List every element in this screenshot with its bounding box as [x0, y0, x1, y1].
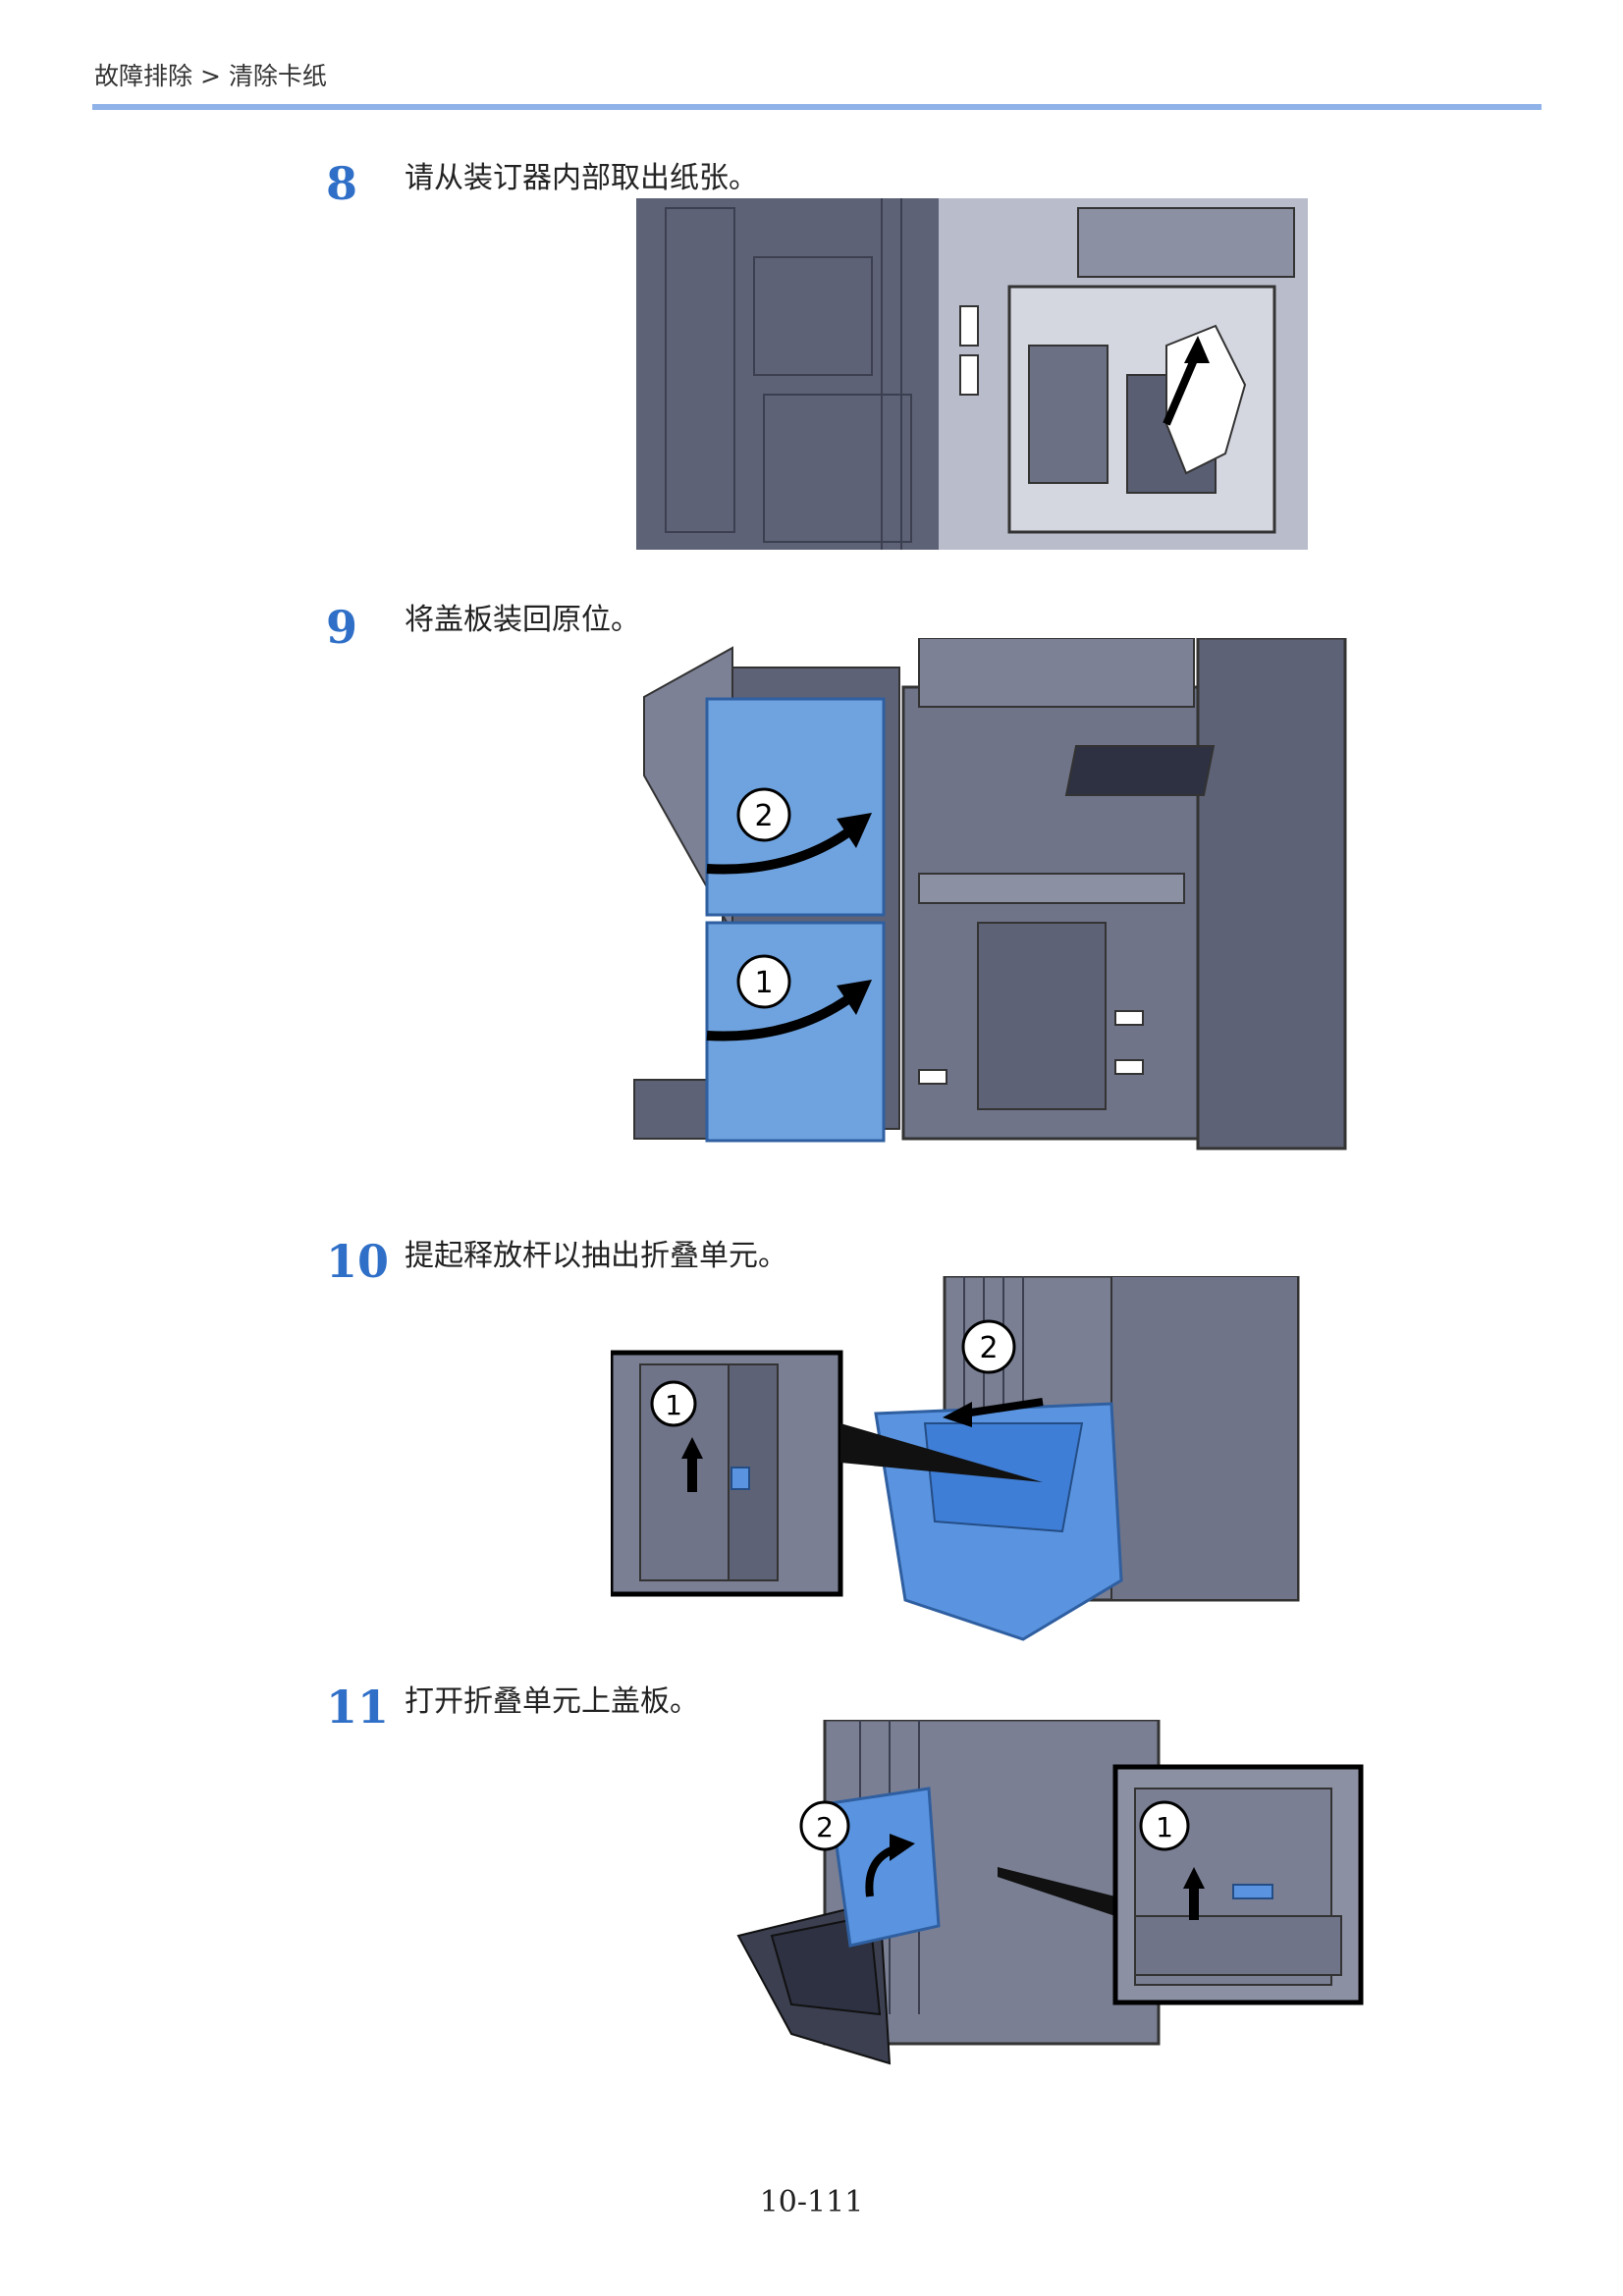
step-text-10: 提起释放杆以抽出折叠单元。 — [405, 1239, 787, 1273]
step-text-8: 请从装订器内部取出纸张。 — [405, 161, 758, 195]
step-text-11: 打开折叠单元上盖板。 — [405, 1684, 699, 1719]
step-number-8: 8 — [326, 157, 358, 210]
figure-pull-folding-unit: 1 2 — [611, 1276, 1300, 1641]
callout-label-1: 1 — [754, 966, 773, 1000]
callout-label-2: 2 — [754, 799, 773, 833]
header-rule — [92, 104, 1542, 110]
step-number-11: 11 — [326, 1681, 390, 1734]
breadcrumb: 故障排除 > 清除卡纸 — [94, 62, 327, 90]
step-text-9: 将盖板装回原位。 — [405, 603, 640, 637]
callout-label-1: 1 — [1156, 1811, 1173, 1843]
figure-close-cover: 2 1 — [633, 638, 1347, 1150]
callout-label-2: 2 — [979, 1331, 998, 1365]
step-number-10: 10 — [326, 1235, 390, 1288]
page-number: 10-111 — [759, 2185, 864, 2219]
callout-label-1: 1 — [665, 1389, 682, 1421]
step-number-9: 9 — [326, 601, 358, 654]
figure-open-folding-cover: 2 1 — [736, 1720, 1364, 2065]
callout-label-2: 2 — [816, 1811, 834, 1843]
figure-stapler-paper-removal — [636, 198, 1308, 550]
